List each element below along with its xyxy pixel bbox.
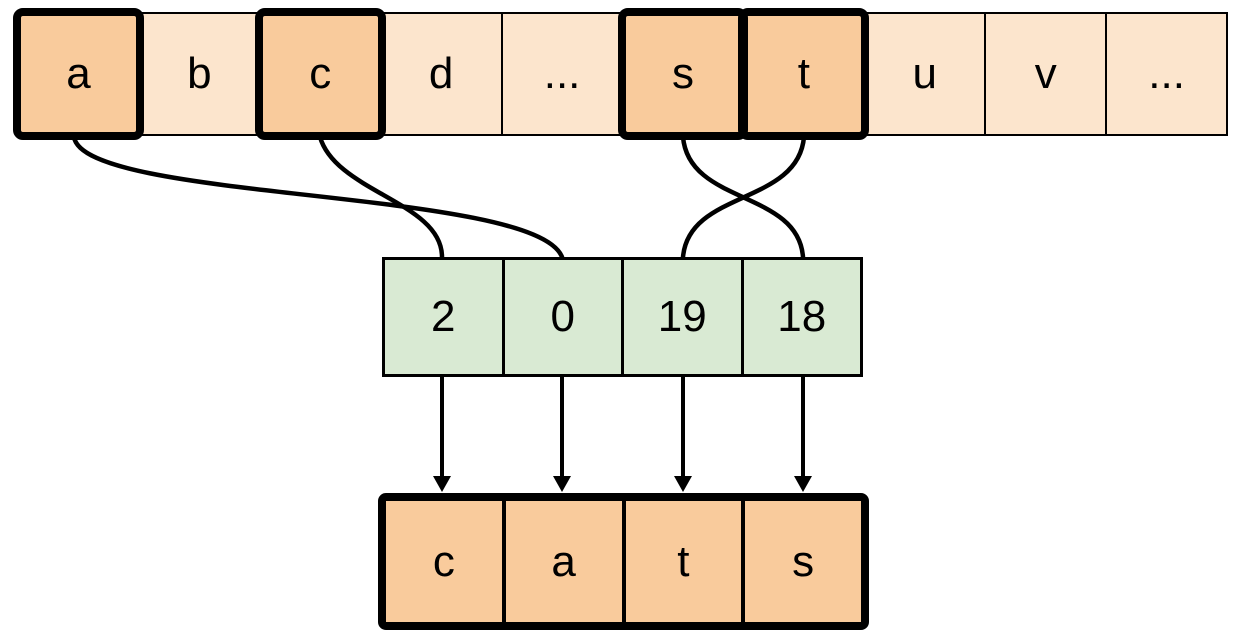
- result-cell: c: [386, 501, 502, 622]
- index-cell-value: 18: [777, 292, 827, 341]
- alphabet-cell-t: t: [738, 8, 870, 140]
- alphabet-cell-s: s: [617, 8, 749, 140]
- result-cell-letter: t: [677, 536, 690, 586]
- alphabet-cell-label: ...: [543, 49, 581, 98]
- alphabet-cell-label: u: [912, 49, 938, 98]
- alphabet-cell-d: d: [379, 14, 501, 134]
- alphabet-array: a b c d ... s t u v ...: [13, 8, 1228, 140]
- result-array: c a t s: [378, 493, 869, 630]
- result-cell: a: [501, 501, 622, 622]
- result-cell-letter: a: [551, 536, 576, 586]
- arrow-head-icon: [794, 476, 812, 492]
- index-array: 2 0 19 18: [382, 257, 863, 377]
- index-cell: 19: [621, 260, 741, 374]
- alphabet-cell-label: ...: [1148, 49, 1185, 98]
- result-cell-letter: s: [792, 536, 815, 586]
- curve-t-to-19: [680, 134, 807, 260]
- arrow-head-icon: [553, 476, 571, 492]
- curve-s-to-18: [680, 134, 806, 260]
- alphabet-cell-u: u: [863, 14, 985, 134]
- alphabet-cell-ellipsis-2: ...: [1105, 14, 1227, 134]
- curve-a-to-0: [71, 134, 565, 260]
- alphabet-cell-label: t: [797, 49, 810, 98]
- result-cell-letter: c: [432, 536, 455, 586]
- result-cell: t: [621, 501, 742, 622]
- alphabet-cell-b: b: [137, 14, 259, 134]
- index-cell: 0: [501, 260, 621, 374]
- index-cell: 2: [385, 260, 502, 374]
- alphabet-cell-ellipsis-1: ...: [500, 14, 622, 134]
- arrow-head-icon: [674, 476, 692, 492]
- index-cell-value: 2: [431, 292, 456, 341]
- index-cell: 18: [740, 260, 860, 374]
- arrow-head-icon: [433, 476, 451, 492]
- alphabet-cell-label: a: [66, 49, 91, 98]
- arrow-index-to-result-1: [433, 377, 451, 492]
- arrow-index-to-result-2: [553, 377, 571, 492]
- alphabet-cell-label: d: [428, 49, 454, 98]
- alphabet-cell-v: v: [984, 14, 1106, 134]
- alphabet-cell-a: a: [13, 8, 144, 140]
- index-cell-value: 19: [657, 292, 707, 341]
- alphabet-cell-c: c: [254, 8, 386, 140]
- arrow-index-to-result-4: [794, 377, 812, 492]
- alphabet-cell-label: v: [1034, 49, 1057, 98]
- result-cell: s: [741, 501, 861, 622]
- curve-c-to-2: [317, 134, 445, 260]
- index-cell-value: 0: [550, 292, 575, 341]
- arrow-index-to-result-3: [674, 377, 692, 492]
- alphabet-cell-label: c: [309, 49, 332, 98]
- alphabet-cell-label: s: [671, 49, 694, 98]
- alphabet-cell-label: b: [187, 49, 212, 98]
